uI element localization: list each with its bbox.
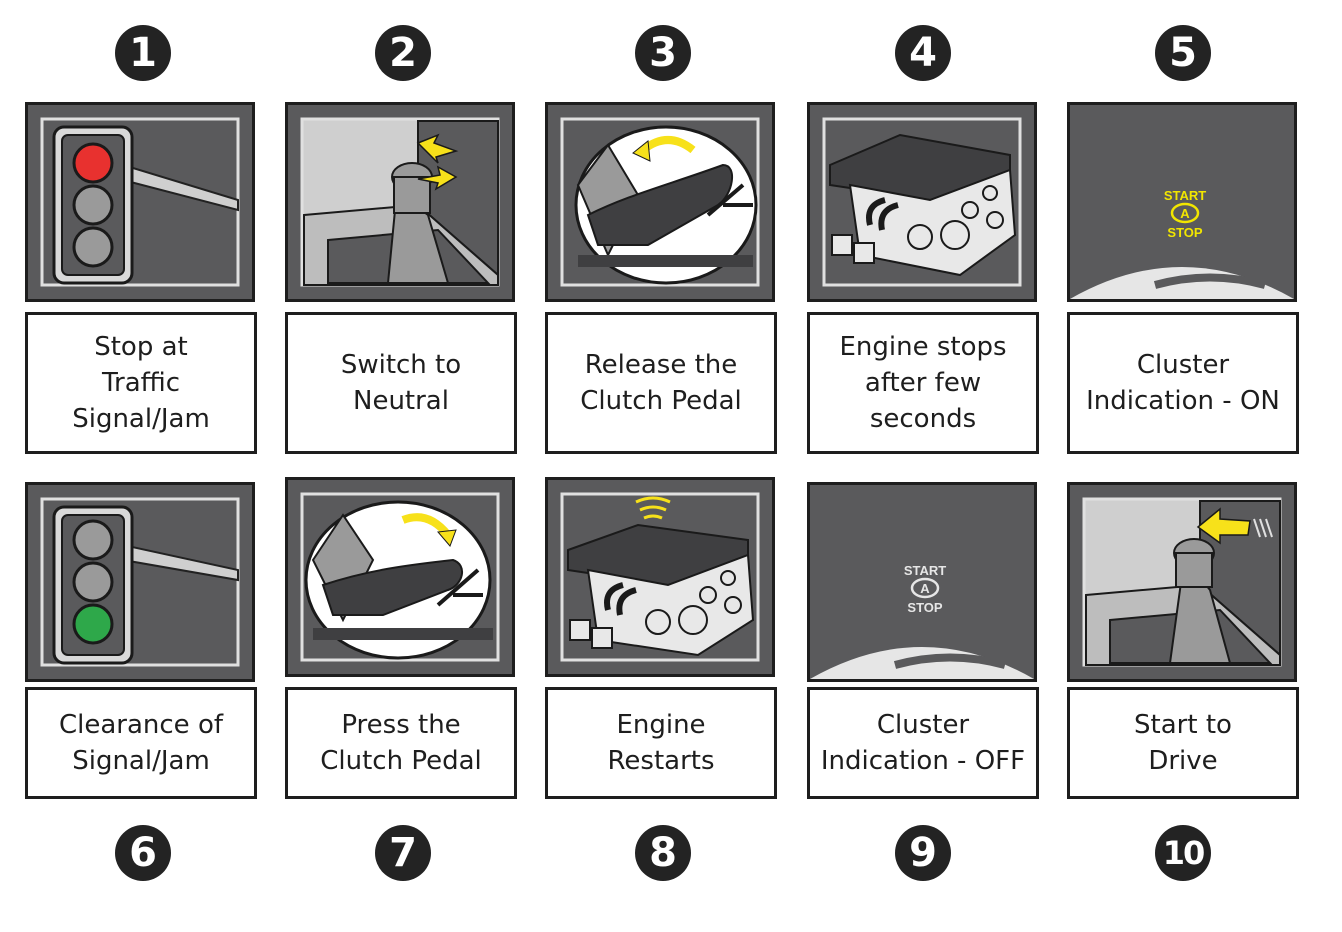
engine-restart-icon	[560, 492, 760, 662]
step-image-6	[25, 482, 255, 682]
step-image-2	[285, 102, 515, 302]
clutch-pedal-release-icon	[560, 117, 760, 287]
engine-icon	[822, 117, 1022, 287]
step-number-10: 10	[1155, 825, 1211, 881]
step-image-3	[545, 102, 775, 302]
step-number-2: 2	[375, 25, 431, 81]
step-image-10	[1067, 482, 1297, 682]
step-image-8	[545, 477, 775, 677]
step-image-1	[25, 102, 255, 302]
step-caption-4: Engine stops after few seconds	[807, 312, 1039, 454]
step-number-5: 5	[1155, 25, 1211, 81]
start-stop-indicator-on-icon: START A STOP	[1070, 188, 1294, 299]
step-number-7: 7	[375, 825, 431, 881]
gear-shifter-neutral-icon	[300, 117, 500, 287]
step-caption-10: Start to Drive	[1067, 687, 1299, 799]
indicator-a-text: A	[920, 581, 930, 596]
indicator-start-text: START	[904, 563, 946, 578]
step-number-9: 9	[895, 825, 951, 881]
step-caption-9: Cluster Indication - OFF	[807, 687, 1039, 799]
step-caption-1: Stop at Traffic Signal/Jam	[25, 312, 257, 454]
step-caption-5: Cluster Indication - ON	[1067, 312, 1299, 454]
step-caption-8: Engine Restarts	[545, 687, 777, 799]
indicator-start-text: START	[1164, 188, 1206, 203]
clutch-pedal-press-icon	[300, 492, 500, 662]
step-image-7	[285, 477, 515, 677]
step-number-6: 6	[115, 825, 171, 881]
step-caption-3: Release the Clutch Pedal	[545, 312, 777, 454]
indicator-a-text: A	[1180, 206, 1190, 221]
step-number-4: 4	[895, 25, 951, 81]
start-stop-indicator-off-icon: START A STOP	[810, 563, 1034, 679]
step-caption-7: Press the Clutch Pedal	[285, 687, 517, 799]
traffic-light-green-icon	[40, 497, 240, 667]
step-image-9: START A STOP	[807, 482, 1037, 682]
step-image-5: START A STOP	[1067, 102, 1297, 302]
step-number-1: 1	[115, 25, 171, 81]
indicator-stop-text: STOP	[1167, 225, 1202, 240]
step-number-8: 8	[635, 825, 691, 881]
indicator-stop-text: STOP	[907, 600, 942, 615]
gear-shifter-drive-icon	[1082, 497, 1282, 667]
traffic-light-red-icon	[40, 117, 240, 287]
step-number-3: 3	[635, 25, 691, 81]
step-caption-2: Switch to Neutral	[285, 312, 517, 454]
step-caption-6: Clearance of Signal/Jam	[25, 687, 257, 799]
step-image-4	[807, 102, 1037, 302]
